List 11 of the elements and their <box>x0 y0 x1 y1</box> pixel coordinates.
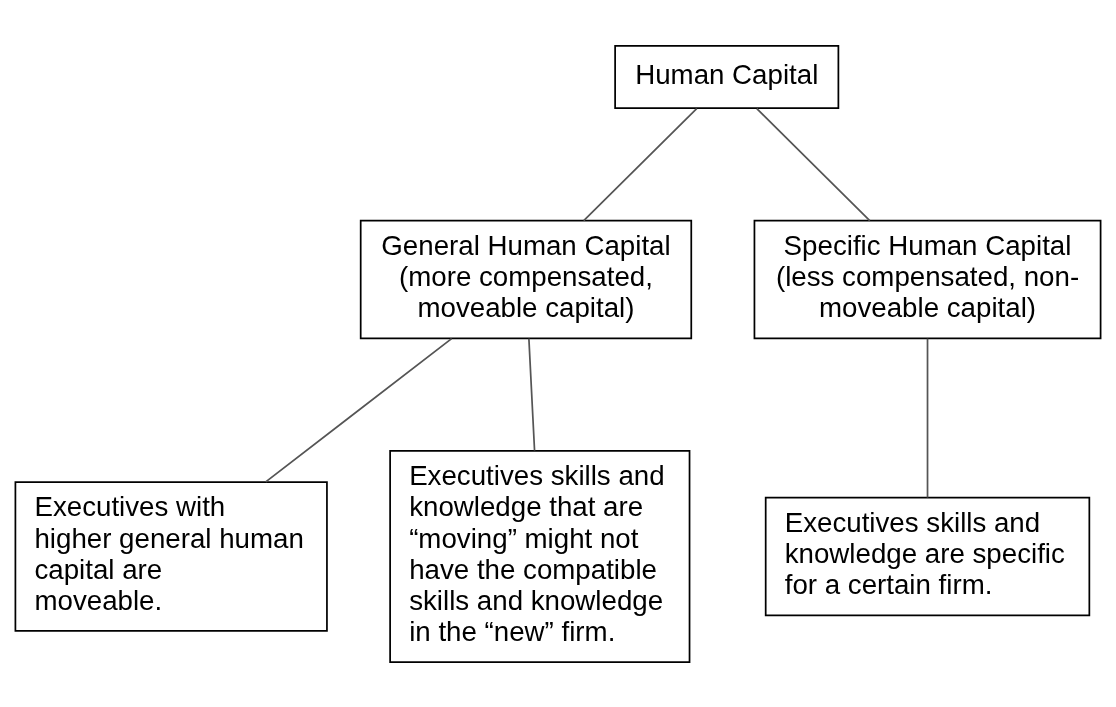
node-box: Executives with higher general human capital are moveable. <box>14 480 328 632</box>
node-box: Human Capital <box>614 44 840 109</box>
node-box: General Human Capital (more compensated, moveable capital) <box>359 219 693 339</box>
connector <box>264 337 453 483</box>
connector <box>926 337 929 498</box>
connector <box>582 107 698 221</box>
node-box: Executives skills and knowledge that are “moving” might not have the compatible skills and knowledge in the “new” firm. <box>389 449 691 663</box>
node-box: Executives skills and knowledge are specific for a certain firm. <box>764 496 1091 616</box>
connector <box>528 337 536 451</box>
connector <box>755 107 871 221</box>
node-box: Specific Human Capital (less compensated, non-moveable capital) <box>753 219 1102 339</box>
